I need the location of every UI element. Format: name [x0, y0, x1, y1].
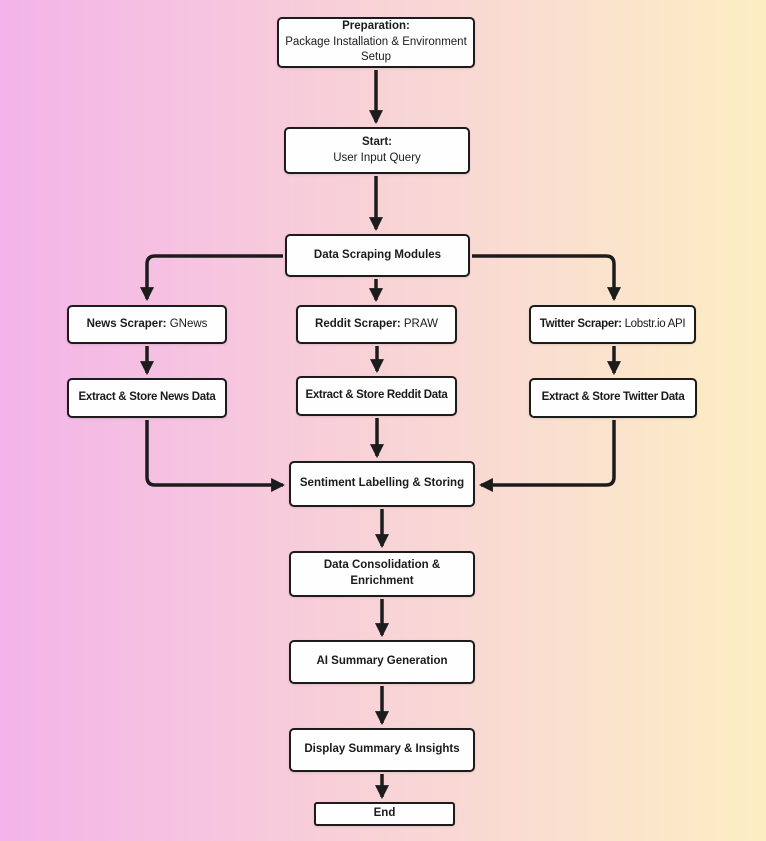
node-sentiment-labelling: Sentiment Labelling & Storing: [289, 461, 475, 507]
ai-summary-label: AI Summary Generation: [316, 655, 448, 668]
node-ai-summary: AI Summary Generation: [289, 640, 475, 684]
node-twitter-scraper: Twitter Scraper: Lobstr.io API: [529, 305, 696, 344]
node-preparation: Preparation: Package Installation & Envi…: [277, 17, 475, 68]
extract-twitter-label: Extract & Store Twitter Data: [541, 391, 685, 404]
news-scraper-label: News Scraper: GNews: [86, 317, 208, 330]
arrow-scraping-to-twitter: [472, 254, 621, 302]
sentiment-label: Sentiment Labelling & Storing: [299, 477, 465, 490]
reddit-scraper-label: Reddit Scraper: PRAW: [315, 317, 438, 330]
data-scraping-label: Data Scraping Modules: [313, 248, 442, 261]
extract-reddit-label: Extract & Store Reddit Data: [305, 389, 448, 402]
node-start: Start: User Input Query: [284, 127, 470, 174]
arrow-extract-twitter-to-sentiment: [478, 420, 616, 492]
node-extract-reddit: Extract & Store Reddit Data: [296, 376, 457, 416]
twitter-scraper-label: Twitter Scraper: Lobstr.io API: [539, 317, 686, 330]
node-news-scraper: News Scraper: GNews: [67, 305, 227, 344]
start-title: Start:: [361, 135, 393, 148]
node-extract-twitter: Extract & Store Twitter Data: [529, 378, 697, 418]
node-data-scraping-modules: Data Scraping Modules: [285, 234, 470, 277]
extract-news-label: Extract & Store News Data: [78, 391, 216, 404]
node-extract-news: Extract & Store News Data: [67, 378, 227, 418]
end-label: End: [373, 807, 396, 820]
node-reddit-scraper: Reddit Scraper: PRAW: [296, 305, 457, 344]
preparation-subtitle: Package Installation & Environment Setup: [285, 35, 467, 64]
preparation-title: Preparation:: [342, 20, 410, 33]
node-end: End: [314, 802, 455, 826]
consolidation-label: Data Consolidation & Enrichment: [323, 559, 441, 587]
start-subtitle: User Input Query: [333, 151, 421, 164]
node-display-summary: Display Summary & Insights: [289, 728, 475, 772]
node-data-consolidation: Data Consolidation & Enrichment: [289, 551, 475, 597]
display-summary-label: Display Summary & Insights: [304, 743, 460, 756]
arrow-scraping-to-news: [140, 254, 283, 302]
arrow-extract-news-to-sentiment: [145, 420, 286, 492]
